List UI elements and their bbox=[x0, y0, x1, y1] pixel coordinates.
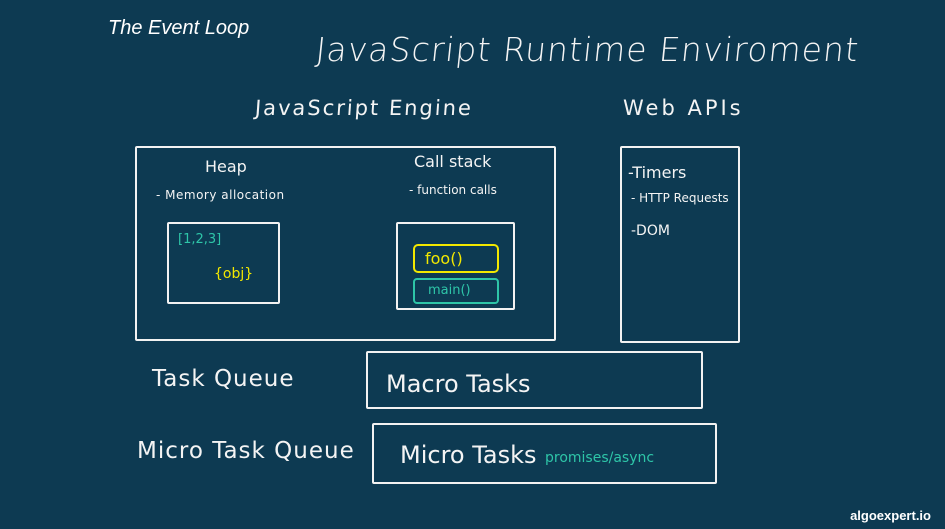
call-stack-subtitle: - function calls bbox=[409, 183, 497, 197]
call-stack-label: Call stack bbox=[414, 152, 492, 171]
heap-object: {obj} bbox=[214, 266, 254, 282]
web-api-dom: -DOM bbox=[631, 223, 670, 239]
engine-title: JavaScript Engine bbox=[254, 96, 474, 120]
web-api-timers: -Timers bbox=[628, 163, 687, 182]
micro-task-box bbox=[372, 423, 717, 484]
heap-subtitle: - Memory allocation bbox=[156, 188, 285, 202]
call-stack-box bbox=[396, 222, 515, 310]
corner-title: The Event Loop bbox=[108, 17, 250, 39]
stack-frame-foo bbox=[413, 244, 499, 273]
stack-frame-main bbox=[413, 278, 499, 304]
stack-frame-foo-label: foo() bbox=[425, 249, 463, 268]
heap-label: Heap bbox=[205, 157, 247, 176]
web-apis-title: Web APIs bbox=[623, 96, 744, 120]
task-queue-label: Task Queue bbox=[152, 366, 295, 392]
micro-task-label: Micro Tasks bbox=[400, 441, 537, 469]
micro-task-queue-label: Micro Task Queue bbox=[137, 438, 355, 464]
web-api-http: - HTTP Requests bbox=[631, 191, 729, 205]
macro-task-label: Macro Tasks bbox=[386, 370, 531, 398]
brand-watermark: algoexpert.io bbox=[850, 508, 931, 523]
micro-task-note: promises/async bbox=[545, 450, 655, 466]
web-apis-box bbox=[620, 146, 740, 343]
heap-array: [1,2,3] bbox=[178, 232, 222, 247]
heap-box bbox=[167, 222, 280, 304]
macro-task-box bbox=[366, 351, 703, 409]
engine-box bbox=[135, 146, 556, 341]
runtime-title: JavaScript Runtime Enviroment bbox=[313, 30, 862, 69]
stack-frame-main-label: main() bbox=[428, 283, 471, 298]
